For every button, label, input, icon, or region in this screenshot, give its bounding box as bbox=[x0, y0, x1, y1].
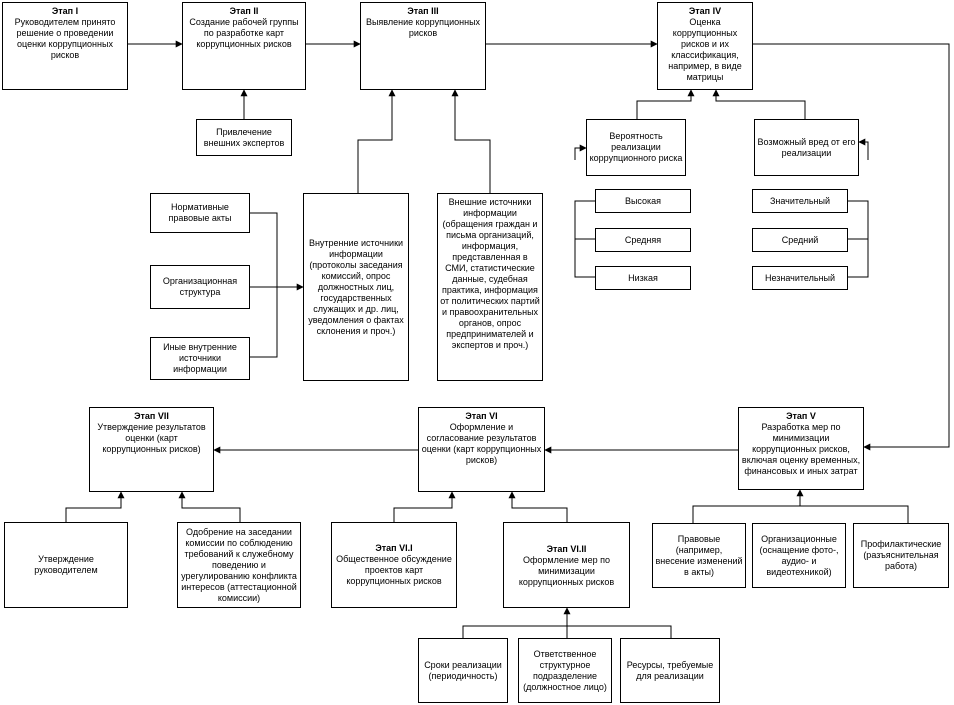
stage-3-box: Этап III Выявление коррупционных рисков bbox=[360, 2, 486, 90]
arrow-prob-stage4 bbox=[636, 89, 695, 120]
other-sources-box: Иные внутренние источники информации bbox=[150, 337, 250, 380]
level-high-box: Высокая bbox=[595, 189, 691, 213]
org-measures-text: Организационные (оснащение фото-, аудио-… bbox=[759, 533, 839, 577]
probability-box: Вероятность реализации коррупционного ри… bbox=[586, 119, 686, 176]
harm-insignificant-text: Незначительный bbox=[764, 272, 836, 283]
terms-box: Сроки реализации (периодичность) bbox=[418, 638, 508, 703]
stage-6-2-title: Этап VI.II bbox=[546, 544, 587, 554]
resources-text: Ресурсы, требуемые для реализации bbox=[626, 659, 714, 681]
commission-approval-text: Одобрение на заседании комиссии по соблю… bbox=[181, 526, 297, 603]
commission-approval-box: Одобрение на заседании комиссии по соблю… bbox=[177, 522, 301, 608]
bracket-harm-levels bbox=[848, 200, 869, 278]
stage-7-box: Этап VII Утверждение результатов оценки … bbox=[89, 407, 214, 492]
stage-4-box: Этап IV Оценка коррупционных рисков и их… bbox=[657, 2, 753, 90]
responsible-unit-box: Ответственное структурное подразделение … bbox=[518, 638, 612, 703]
stage-2-text: Создание рабочей группы по разработке ка… bbox=[189, 17, 299, 49]
internal-sources-text: Внутренние источники информации (протоко… bbox=[308, 237, 404, 336]
normative-acts-text: Нормативные правовые акты bbox=[168, 202, 232, 223]
preventive-measures-box: Профилактические (разъяснительная работа… bbox=[853, 523, 949, 588]
level-medium-box: Средняя bbox=[595, 228, 691, 252]
external-experts-box: Привлечение внешних экспертов bbox=[196, 119, 292, 156]
stage-6-1-box: Этап VI.I Общественное обсуждение проект… bbox=[331, 522, 457, 608]
bracket-internal-sources bbox=[250, 212, 303, 358]
arrow-details-stage62 bbox=[462, 608, 672, 638]
stage-4-title: Этап IV bbox=[688, 6, 722, 16]
stage-6-box: Этап VI Оформление и согласование резуль… bbox=[418, 407, 545, 492]
stage-3-text: Выявление коррупционных рисков bbox=[365, 17, 481, 38]
arrow-levels-harm bbox=[858, 138, 869, 160]
stage-1-box: Этап I Руководителем принято решение о п… bbox=[2, 2, 128, 90]
resources-box: Ресурсы, требуемые для реализации bbox=[620, 638, 720, 703]
arrow-stage61-stage6 bbox=[393, 491, 456, 522]
arrow-levels-prob bbox=[574, 144, 587, 160]
harm-average-text: Средний bbox=[781, 234, 819, 245]
legal-measures-box: Правовые (например, внесение изменений в… bbox=[652, 523, 746, 588]
stage-1-text: Руководителем принято решение о проведен… bbox=[14, 17, 116, 60]
normative-acts-box: Нормативные правовые акты bbox=[150, 193, 250, 233]
stage-2-title: Этап II bbox=[229, 6, 259, 16]
level-low-box: Низкая bbox=[595, 266, 691, 290]
stage-5-title: Этап V bbox=[786, 411, 816, 421]
arrow-stage62-stage6 bbox=[508, 491, 568, 522]
responsible-unit-text: Ответственное структурное подразделение … bbox=[523, 648, 607, 692]
harm-significant-box: Значительный bbox=[752, 189, 848, 213]
arrow-commission-stage7 bbox=[178, 491, 241, 522]
manager-approval-box: Утверждение руководителем bbox=[4, 522, 128, 608]
preventive-measures-text: Профилактические (разъяснительная работа… bbox=[860, 539, 942, 571]
probability-text: Вероятность реализации коррупционного ри… bbox=[589, 131, 683, 163]
stage-1-title: Этап I bbox=[51, 6, 79, 16]
arrow-harm-stage4 bbox=[712, 89, 806, 120]
legal-measures-text: Правовые (например, внесение изменений в… bbox=[655, 533, 743, 577]
harm-average-box: Средний bbox=[752, 228, 848, 252]
stage-5-text: Разработка мер по минимизации коррупцион… bbox=[741, 422, 861, 476]
stage-5-box: Этап V Разработка мер по минимизации кор… bbox=[738, 407, 864, 490]
stage-6-1-title: Этап VI.I bbox=[375, 543, 413, 553]
level-medium-text: Средняя bbox=[624, 234, 662, 245]
harm-box: Возможный вред от его реализации bbox=[754, 119, 859, 176]
internal-sources-box: Внутренние источники информации (протоко… bbox=[303, 193, 409, 381]
external-sources-box: Внешние источники информации (обращения … bbox=[437, 193, 543, 381]
org-structure-text: Организационная структура bbox=[162, 276, 238, 297]
stage-7-text: Утверждение результатов оценки (карт кор… bbox=[97, 422, 206, 454]
manager-approval-text: Утверждение руководителем bbox=[34, 554, 98, 575]
harm-significant-text: Значительный bbox=[769, 195, 831, 206]
stage-3-title: Этап III bbox=[407, 6, 439, 16]
level-high-text: Высокая bbox=[624, 195, 662, 206]
org-measures-box: Организационные (оснащение фото-, аудио-… bbox=[752, 523, 846, 588]
external-experts-text: Привлечение внешних экспертов bbox=[203, 126, 285, 148]
stage-2-box: Этап II Создание рабочей группы по разра… bbox=[182, 2, 306, 90]
stage-6-title: Этап VI bbox=[465, 411, 498, 421]
arrow-approve-stage7 bbox=[65, 491, 125, 522]
harm-insignificant-box: Незначительный bbox=[752, 266, 848, 290]
stage-6-2-text: Оформление мер по минимизации коррупцион… bbox=[518, 555, 615, 587]
stage-7-title: Этап VII bbox=[134, 411, 169, 421]
other-sources-text: Иные внутренние источники информации bbox=[163, 342, 237, 374]
stage-4-text: Оценка коррупционных рисков и их классиф… bbox=[668, 17, 742, 82]
arrow-external-stage3 bbox=[451, 89, 491, 193]
arrow-stage4-stage5 bbox=[753, 43, 950, 451]
external-sources-text: Внешние источники информации (обращения … bbox=[440, 197, 540, 350]
stage-6-text: Оформление и согласование результатов оц… bbox=[421, 422, 542, 465]
stage-6-1-text: Общественное обсуждение проектов карт ко… bbox=[336, 554, 452, 586]
harm-text: Возможный вред от его реализации bbox=[757, 136, 856, 158]
terms-text: Сроки реализации (периодичность) bbox=[424, 659, 502, 681]
level-low-text: Низкая bbox=[628, 272, 658, 283]
stage-6-2-box: Этап VI.II Оформление мер по минимизации… bbox=[503, 522, 630, 608]
org-structure-box: Организационная структура bbox=[150, 265, 250, 309]
arrow-measures-stage5 bbox=[692, 490, 909, 523]
arrow-internal-stage3 bbox=[357, 89, 396, 193]
